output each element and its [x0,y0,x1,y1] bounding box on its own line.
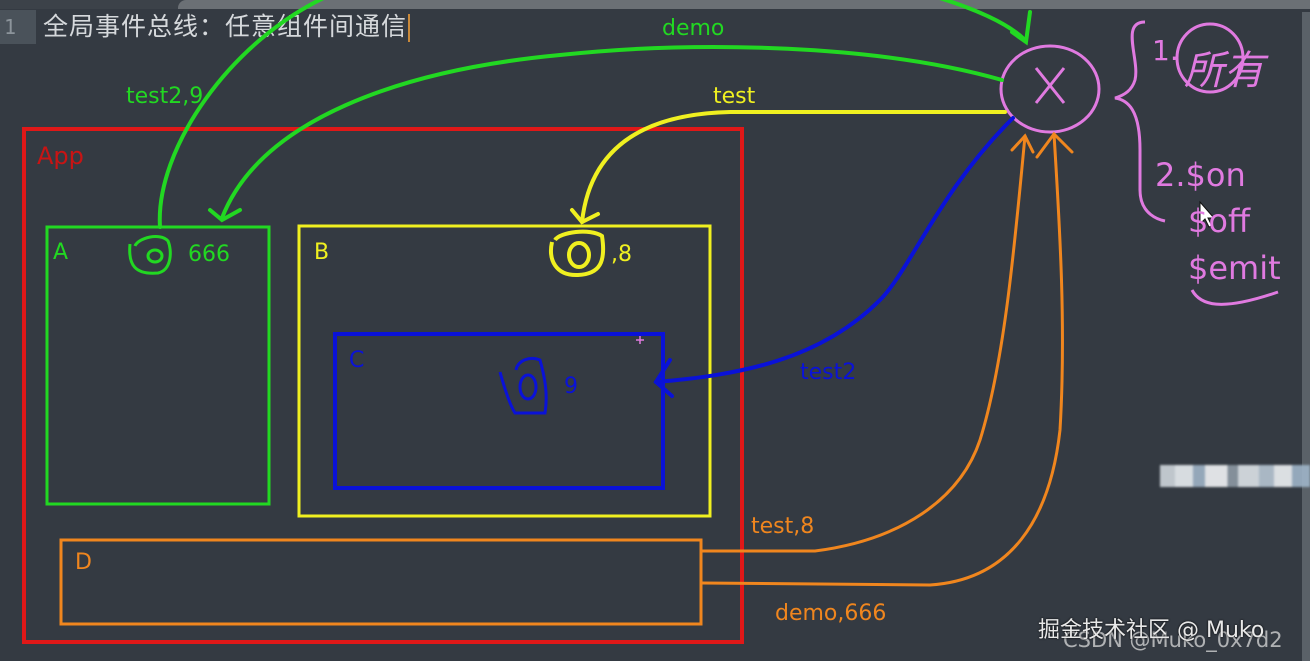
blurred-region [1160,465,1310,487]
note-item-2-off: $off [1188,202,1250,240]
mount-mark-c [498,356,548,415]
line-number: 1 [0,10,36,44]
component-d-label: D [75,550,92,575]
arrow-label-test2: test2 [800,360,857,385]
scrollbar[interactable] [1302,12,1310,661]
editor-top-bar [0,0,1310,9]
arrow-test2-9 [157,0,1032,229]
editor-title-line[interactable]: 全局事件总线：任意组件间通信 [43,9,411,45]
note-item-2-emit: $emit [1188,249,1281,287]
arrow-label-demo-666: demo,666 [775,601,887,626]
arrow-demo [208,45,1004,223]
mount-mark-a [128,235,172,275]
note-item-1: 1. [1152,34,1179,67]
app-label: App [37,142,84,170]
text-caret [408,14,411,42]
component-d-box [59,538,703,626]
mount-mark-b [549,229,606,278]
underline-mark [1190,289,1279,306]
component-a-label: A [53,240,69,265]
watermark-secondary: CSDN @Muko_0x7d2 [1063,628,1283,652]
component-b-note: ,8 [611,242,632,267]
mouse-cursor-icon [1199,200,1216,228]
component-a-box [45,225,271,506]
circle-mark-icon [1175,22,1245,94]
arrow-label-demo: demo [662,16,725,41]
component-b-box [297,224,712,518]
editor-tab-strip[interactable] [178,0,1310,9]
arrow-label-test: test [713,84,756,109]
brace-icon [1114,20,1166,223]
arrow-label-test-8: test,8 [751,514,815,539]
plus-mark-icon [636,336,644,344]
note-item-1-text: 所有 [1184,48,1264,94]
arrow-demo-666 [700,131,1074,587]
component-b-label: B [314,240,330,265]
component-c-note: 9 [564,374,578,399]
arrow-label-test2-9: test2,9 [126,84,204,109]
event-bus-icon [999,44,1101,134]
note-item-2: 2.$on [1155,156,1246,194]
arrow-test2 [653,116,1015,398]
arrow-test-8 [700,133,1035,553]
component-c-label: C [349,348,365,373]
component-c-box [333,332,665,490]
app-box [22,127,744,644]
arrow-test [570,110,1007,225]
title-text: 全局事件总线：任意组件间通信 [43,12,408,41]
component-a-note: 666 [188,242,230,267]
watermark-primary: 掘金技术社区 @ Muko [1038,618,1265,643]
